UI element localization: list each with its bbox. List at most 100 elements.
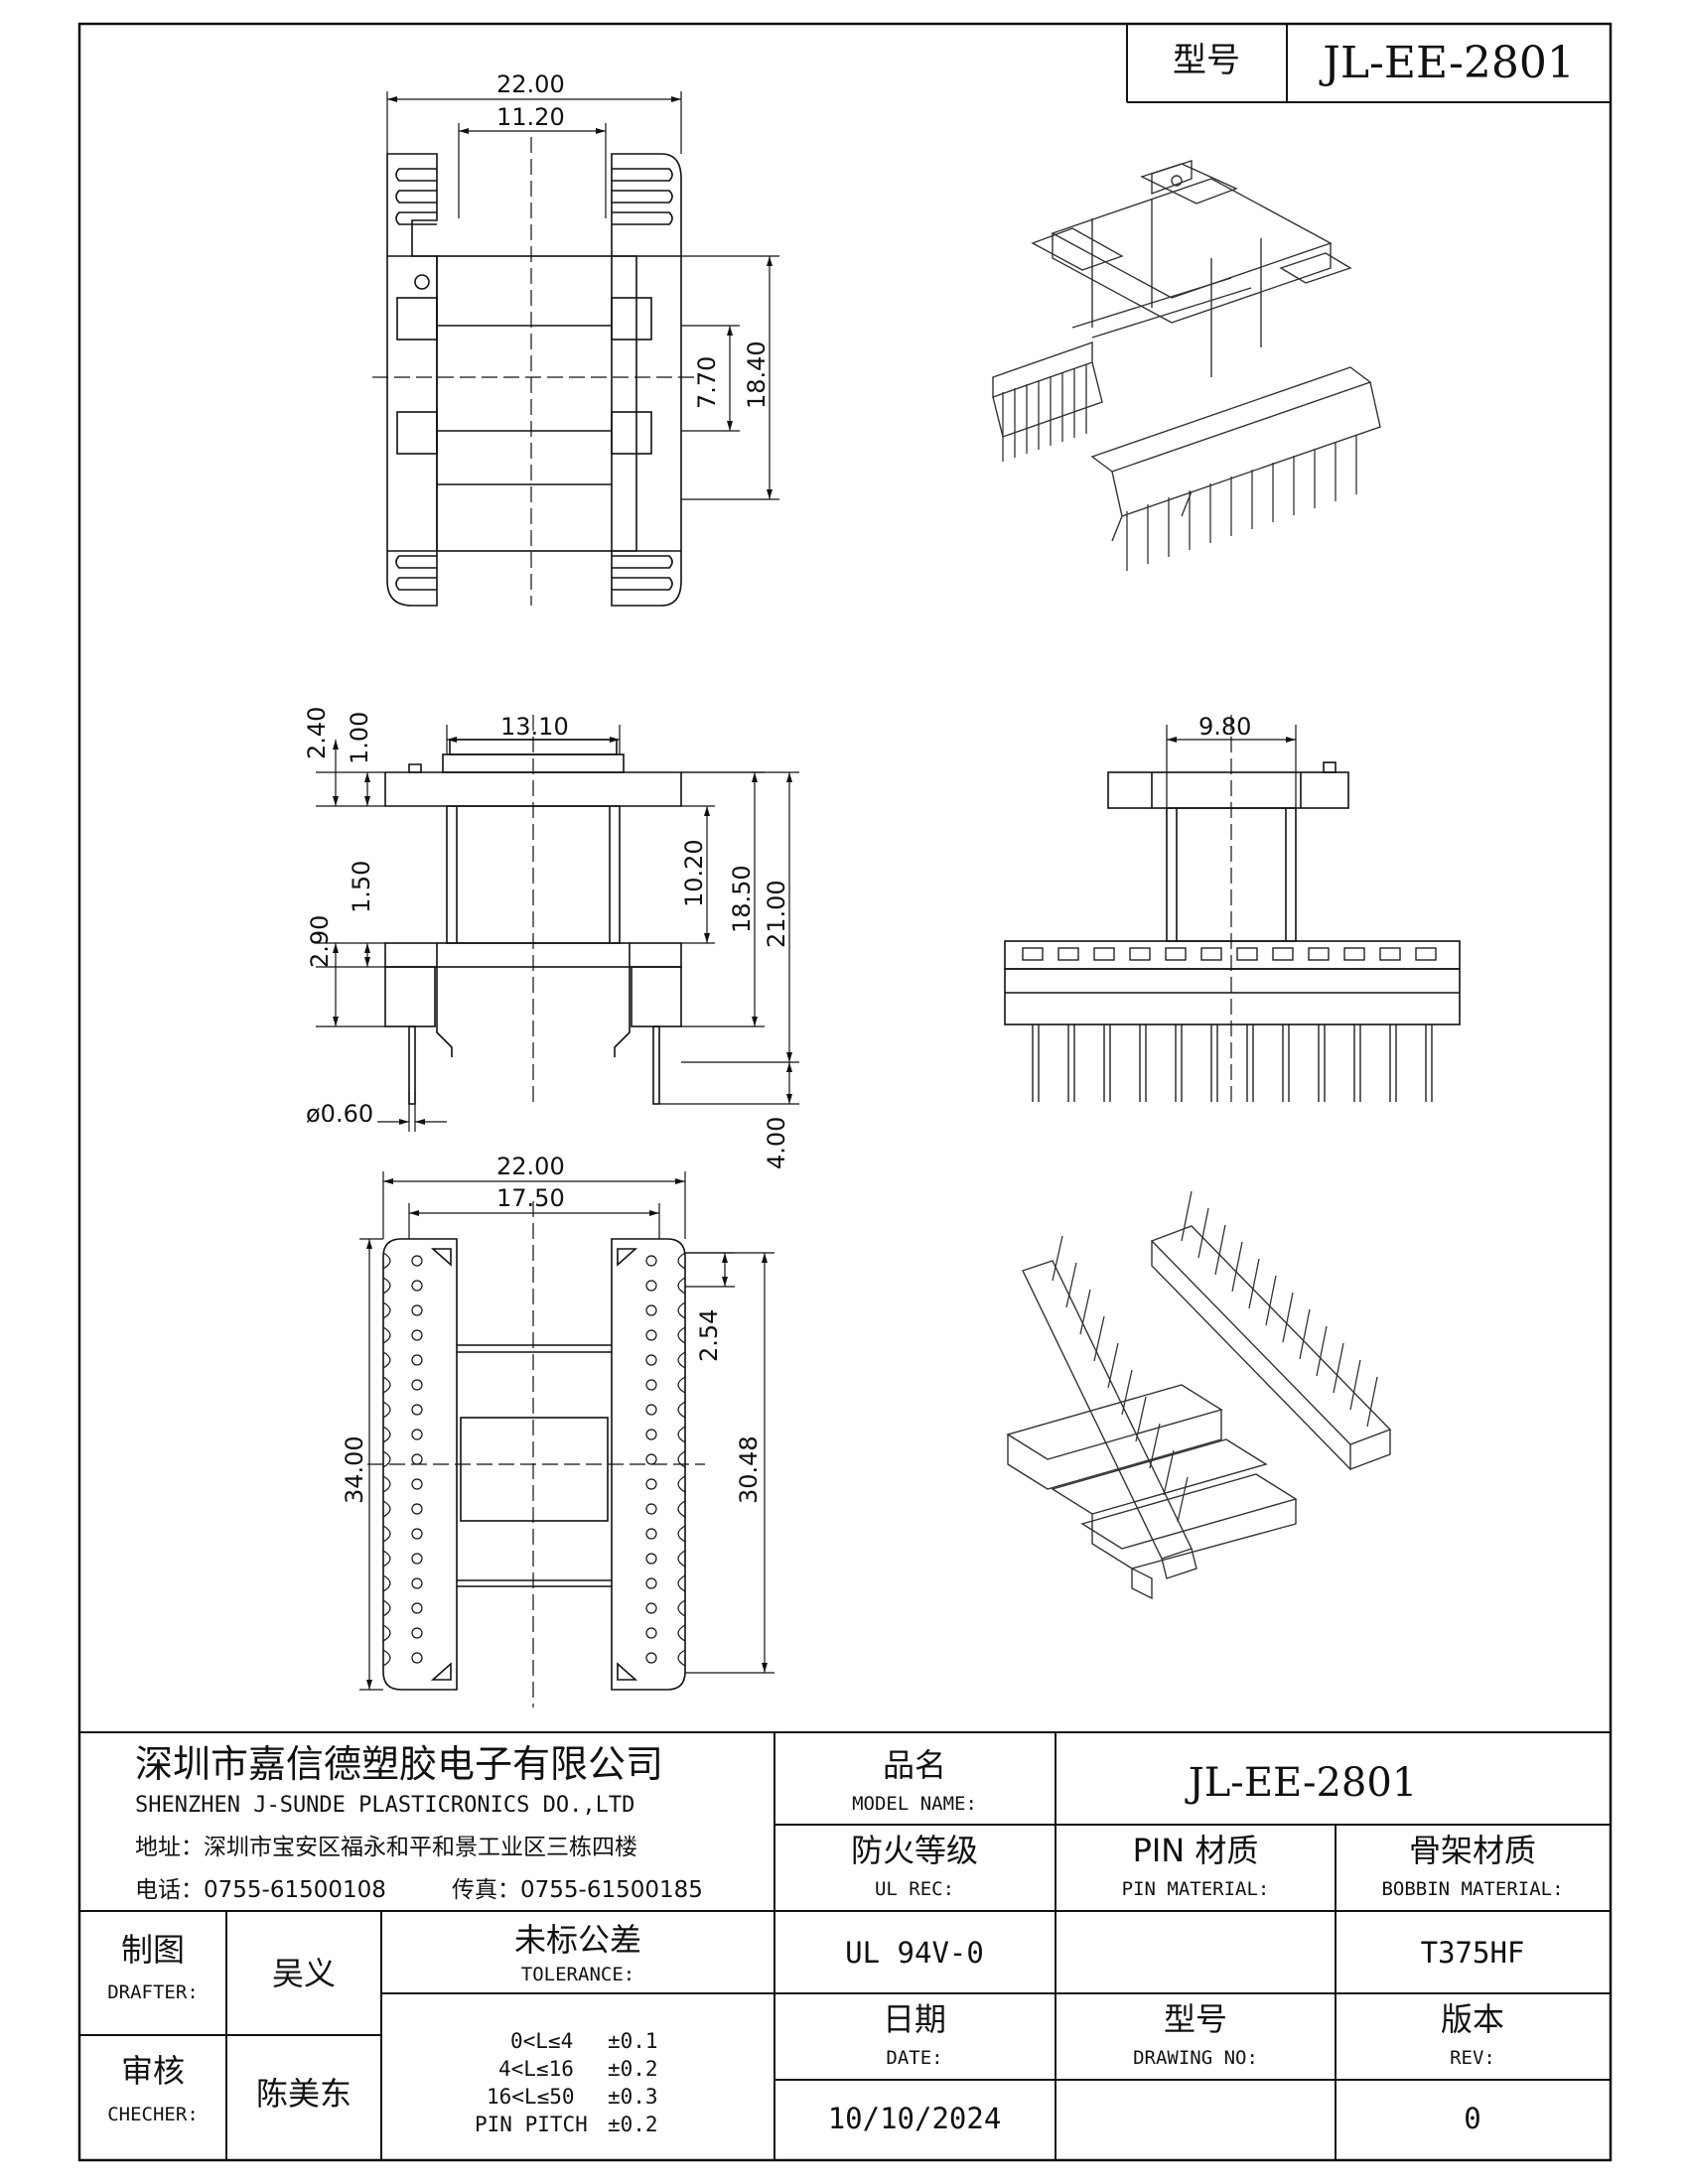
pin-hole (645, 1354, 657, 1366)
pin-notch (677, 1624, 686, 1642)
drawing-no-label-cn: 型号 (1163, 2000, 1228, 2038)
bobbin-material-label-en: BOBBIN MATERIAL: (1381, 1878, 1564, 1900)
pin-hole (645, 1553, 657, 1565)
tolerance-label-cn: 未标公差 (513, 1921, 642, 1959)
pin-notch (382, 1277, 391, 1295)
side-view-dims (316, 725, 799, 1132)
side-view-right-pins (1022, 947, 1437, 1102)
pin-notch (382, 1649, 391, 1667)
pin-hole (411, 1255, 423, 1267)
checker-value: 陈美东 (255, 2075, 352, 2113)
company-name-cn: 深圳市嘉信德塑胶电子有限公司 (135, 1742, 664, 1786)
iso-pin (1349, 1359, 1361, 1411)
date-label-cn: 日期 (882, 2000, 947, 2038)
top-view (372, 137, 695, 607)
dim-k: 18.50 (728, 865, 756, 933)
model-name-value: JL-EE-2801 (1188, 1760, 1418, 1806)
pin-hole (411, 1280, 423, 1292)
pin-hole (645, 1478, 657, 1490)
pin-notch (677, 1252, 686, 1270)
title-block-grid (79, 1731, 1611, 2160)
dim-d: 18.40 (743, 341, 771, 409)
pin-material-label-cn: PIN 材质 (1132, 1832, 1259, 1869)
pin-head (1022, 947, 1044, 961)
iso-pin (1149, 1423, 1161, 1469)
dim-b: 11.20 (496, 103, 565, 131)
pin-head (1343, 947, 1365, 961)
pin-head (1093, 947, 1115, 961)
bobbin-material-value: T375HF (1420, 1936, 1525, 1970)
bottom-view (367, 1201, 705, 1707)
pin-head (1165, 947, 1187, 961)
pin-hole (411, 1503, 423, 1515)
pin-hole (645, 1255, 657, 1267)
bobbin-material-label-cn: 骨架材质 (1408, 1832, 1537, 1869)
dim-p: 9.80 (1198, 713, 1251, 741)
date-value: 10/10/2024 (827, 2102, 1002, 2135)
pin-notch (382, 1500, 391, 1518)
company-phone: 电话：0755-61500108 (135, 1877, 386, 1903)
model-name-label-en: MODEL NAME: (852, 1793, 977, 1815)
pin-notch (677, 1475, 686, 1493)
iso-pin (1214, 1224, 1226, 1276)
tolerance-value-1: ±0.1 (608, 2029, 658, 2053)
pin-head (1379, 947, 1401, 961)
pin-hole (645, 1652, 657, 1664)
pin-hole (645, 1528, 657, 1540)
ul-rec-label-cn: 防火等级 (850, 1832, 979, 1869)
iso-pin (1248, 1258, 1260, 1309)
pin-notch (382, 1450, 391, 1468)
pin-hole (411, 1577, 423, 1589)
pin-notch (382, 1550, 391, 1568)
dim-f: 1.00 (346, 712, 373, 764)
pin-notch (677, 1574, 686, 1592)
pin-hole (645, 1379, 657, 1391)
pin-hole (645, 1329, 657, 1341)
dim-o: 4.00 (763, 1117, 790, 1169)
ul-rec-value: UL 94V-0 (845, 1936, 984, 1970)
rev-value: 0 (1464, 2102, 1481, 2135)
dim-m: 21.00 (763, 880, 790, 948)
iso-pin (1093, 1315, 1105, 1362)
pin-notch (677, 1277, 686, 1295)
ul-rec-label-en: UL REC: (874, 1878, 955, 1900)
pin-notch (677, 1649, 686, 1667)
pin-notch (382, 1252, 391, 1270)
sheet-border (77, 22, 1613, 2162)
pin-notch (677, 1326, 686, 1344)
header-model-value: JL-EE-2801 (1323, 38, 1575, 88)
pin-hole (645, 1429, 657, 1440)
pin-hole (411, 1354, 423, 1366)
slot-line (395, 190, 437, 204)
iso-pin (1181, 1190, 1193, 1242)
pin-head (1129, 947, 1151, 961)
slot-line (612, 190, 673, 204)
slot-line (612, 577, 673, 591)
pin-notch (677, 1500, 686, 1518)
pin-hole (645, 1280, 657, 1292)
dim-q: 22.00 (496, 1153, 565, 1180)
iso-pin (1265, 1275, 1277, 1326)
pin-notch (382, 1624, 391, 1642)
slot-line (395, 555, 437, 569)
header-model-label: 型号 (1173, 41, 1240, 80)
dimension-labels: 22.00 11.20 7.70 18.40 2.40 1.00 13.10 1… (303, 70, 1251, 1504)
pin-head (1272, 947, 1294, 961)
iso-pin (1282, 1292, 1294, 1343)
dim-s: 34.00 (341, 1435, 368, 1504)
tolerance-range-3: 16<L≤50 (487, 2085, 575, 2109)
pin-hole (645, 1404, 657, 1416)
pin-notch (382, 1525, 391, 1543)
dim-n: ø0.60 (306, 1100, 373, 1128)
iso-pin (1135, 1396, 1147, 1442)
side-view-right-dims (1166, 725, 1297, 808)
company-address: 地址：深圳市宝安区福永和平和景工业区三栋四楼 (135, 1835, 637, 1860)
iso-view-bottom-pins (1052, 1190, 1378, 1523)
side-view (384, 715, 682, 1105)
pin-material-label-en: PIN MATERIAL: (1121, 1878, 1270, 1900)
pin-notch (382, 1376, 391, 1394)
pin-hole (411, 1429, 423, 1440)
iso-view-top (992, 160, 1381, 542)
pin-hole (411, 1602, 423, 1614)
pin-hole (411, 1528, 423, 1540)
